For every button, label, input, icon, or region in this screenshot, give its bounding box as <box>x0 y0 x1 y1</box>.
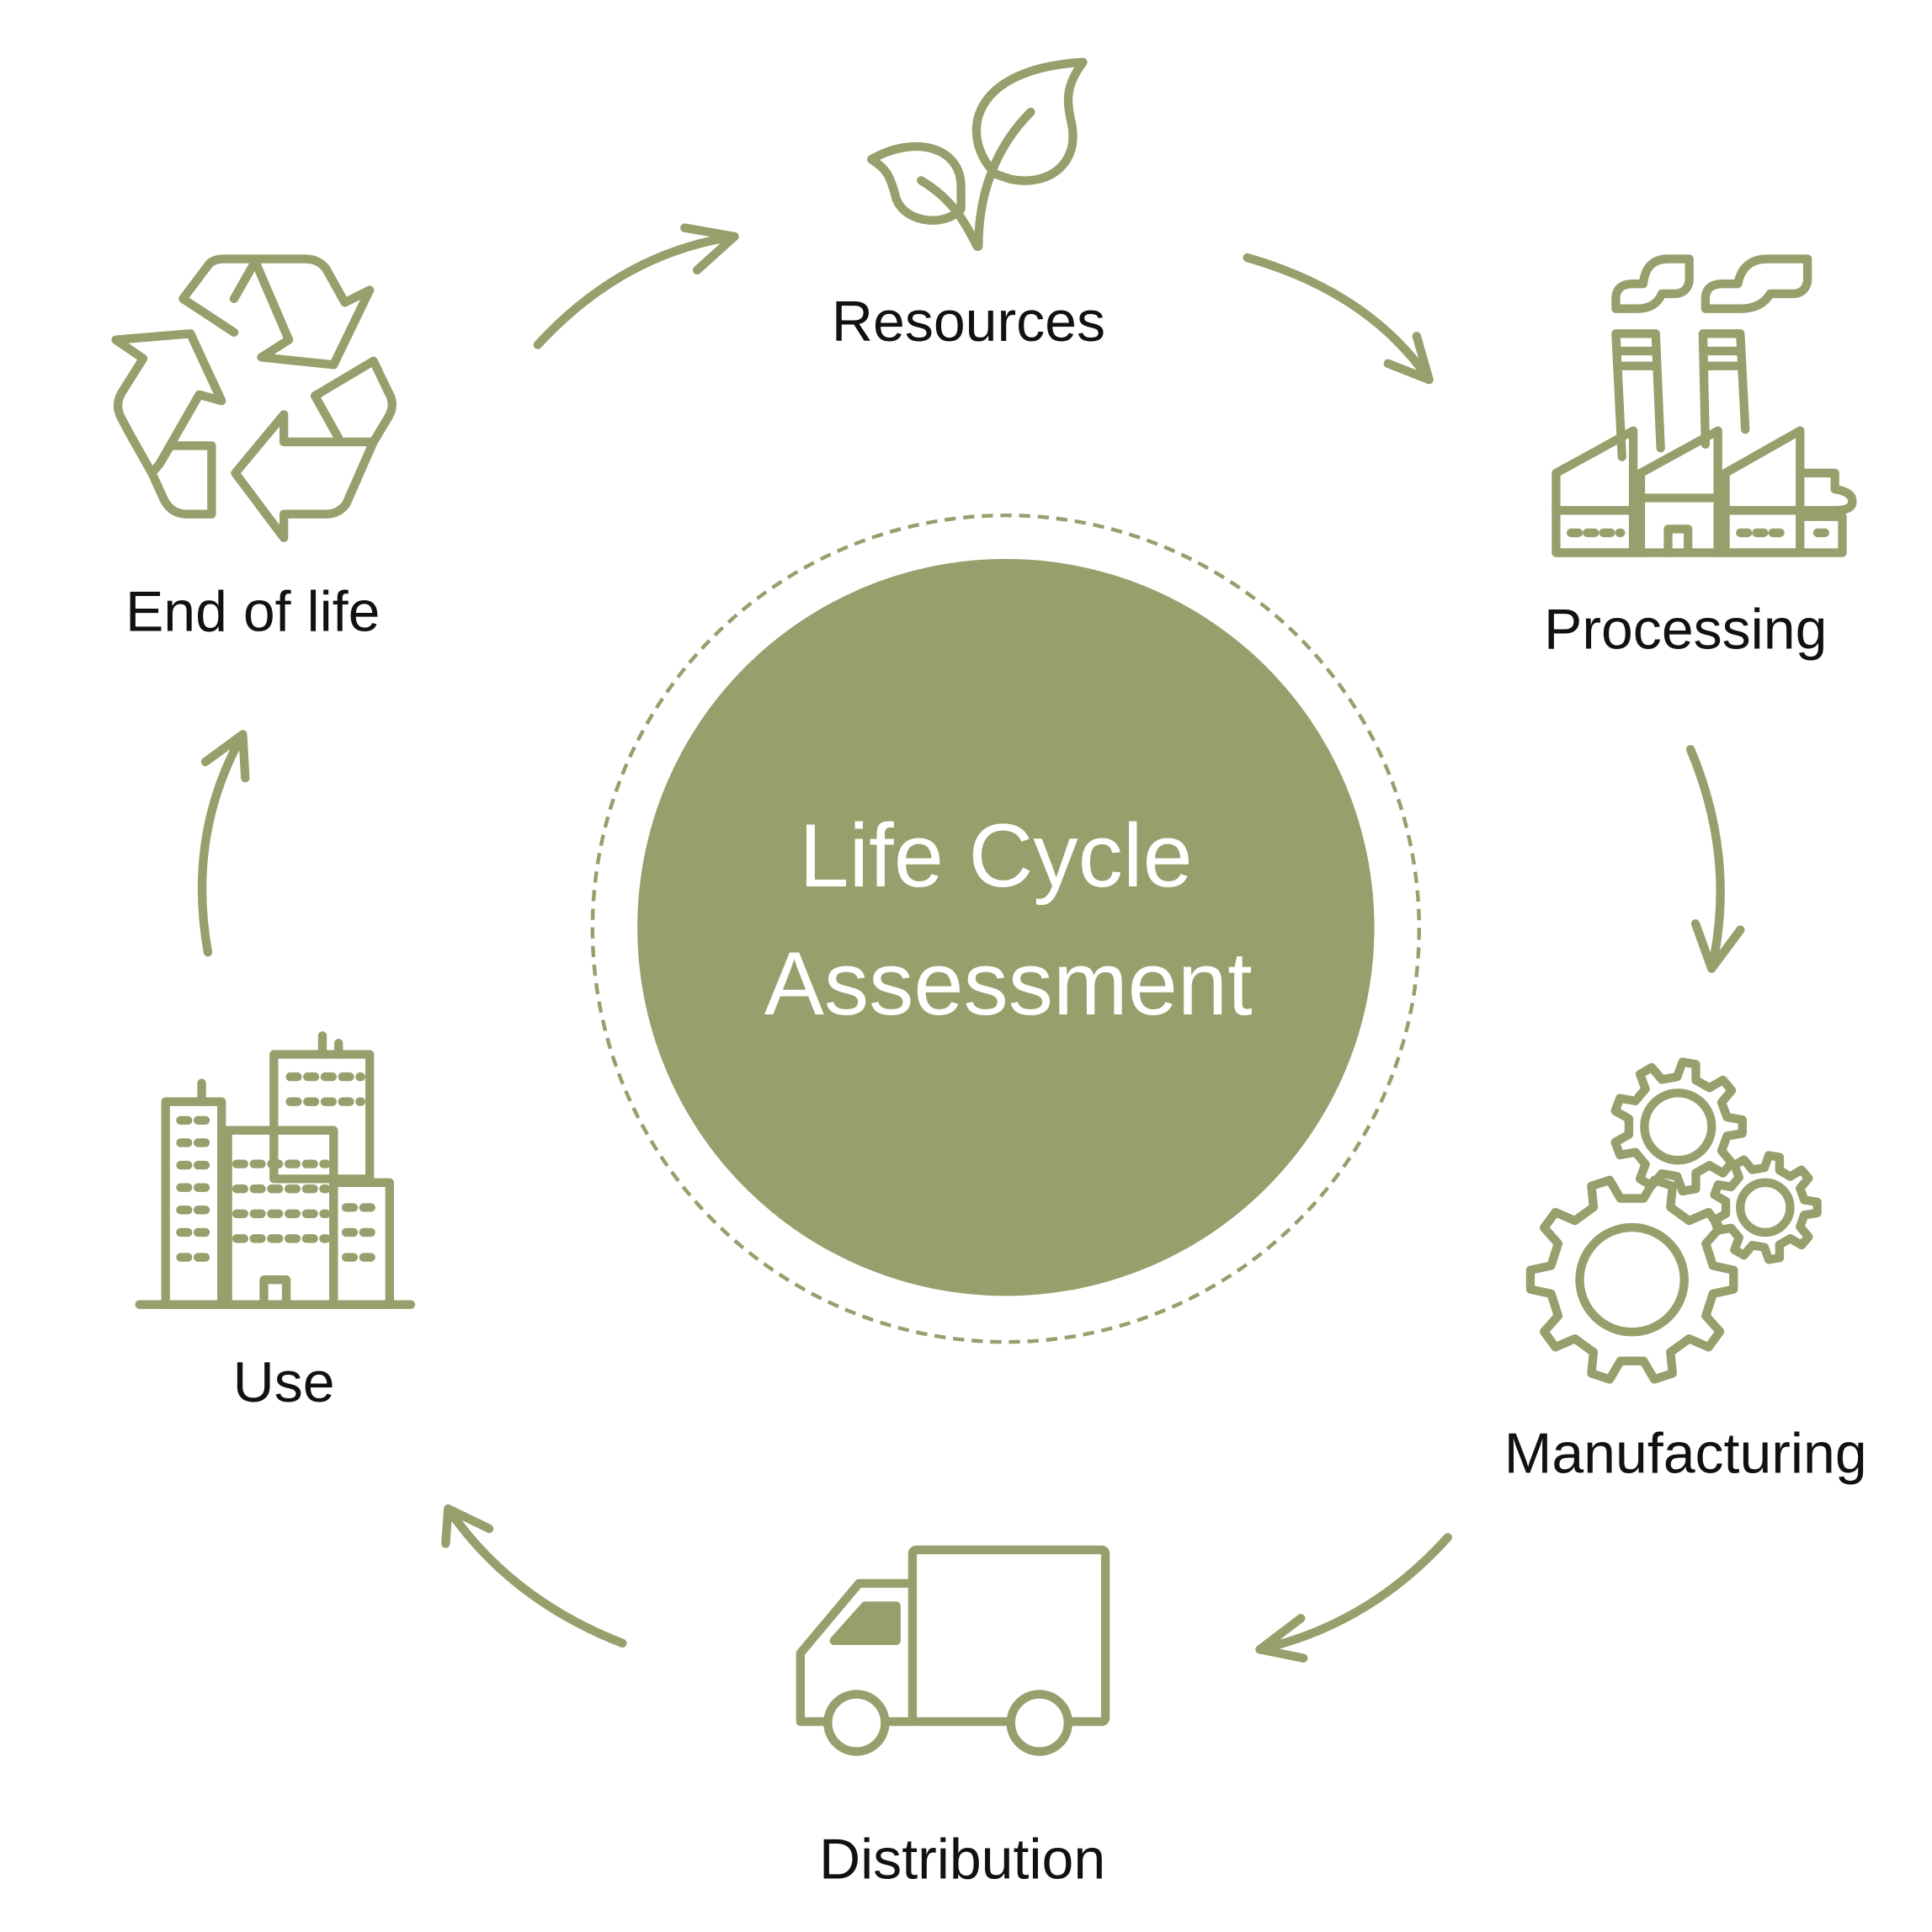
arrow-manufacturing-to-distribution <box>1255 1533 1452 1663</box>
leaf-icon <box>866 57 1088 251</box>
arrow-resources-to-processing <box>1243 253 1434 385</box>
center-circle <box>637 558 1375 1296</box>
recycle-icon <box>111 254 397 542</box>
stage-label-manufacturing: Manufacturing <box>1504 1421 1867 1485</box>
stage-label-resources: Resources <box>832 290 1105 354</box>
cycle-arrows <box>197 223 1745 1663</box>
gear-large <box>1525 1175 1738 1384</box>
arrow-end-to-resources <box>533 223 739 349</box>
arrow-distribution-to-use <box>441 1504 627 1648</box>
gears-icon <box>1525 1057 1822 1384</box>
arrow-use-to-end <box>197 730 250 957</box>
buildings-icon <box>135 1031 416 1309</box>
center-title-line2: Assessment <box>764 934 1253 1034</box>
truck-icon <box>796 1545 1110 1756</box>
stage-label-distribution: Distribution <box>819 1827 1105 1891</box>
dashed-ring <box>590 513 1421 1344</box>
arrow-processing-to-manufacturing <box>1685 745 1745 973</box>
center-title-line1: Life Cycle <box>799 806 1192 906</box>
factory-icon <box>1551 254 1857 557</box>
stage-label-end-of-life: End of life <box>125 580 380 644</box>
stage-label-processing: Processing <box>1544 597 1827 661</box>
stage-label-use: Use <box>233 1350 335 1414</box>
gear-small-top <box>1610 1057 1747 1196</box>
